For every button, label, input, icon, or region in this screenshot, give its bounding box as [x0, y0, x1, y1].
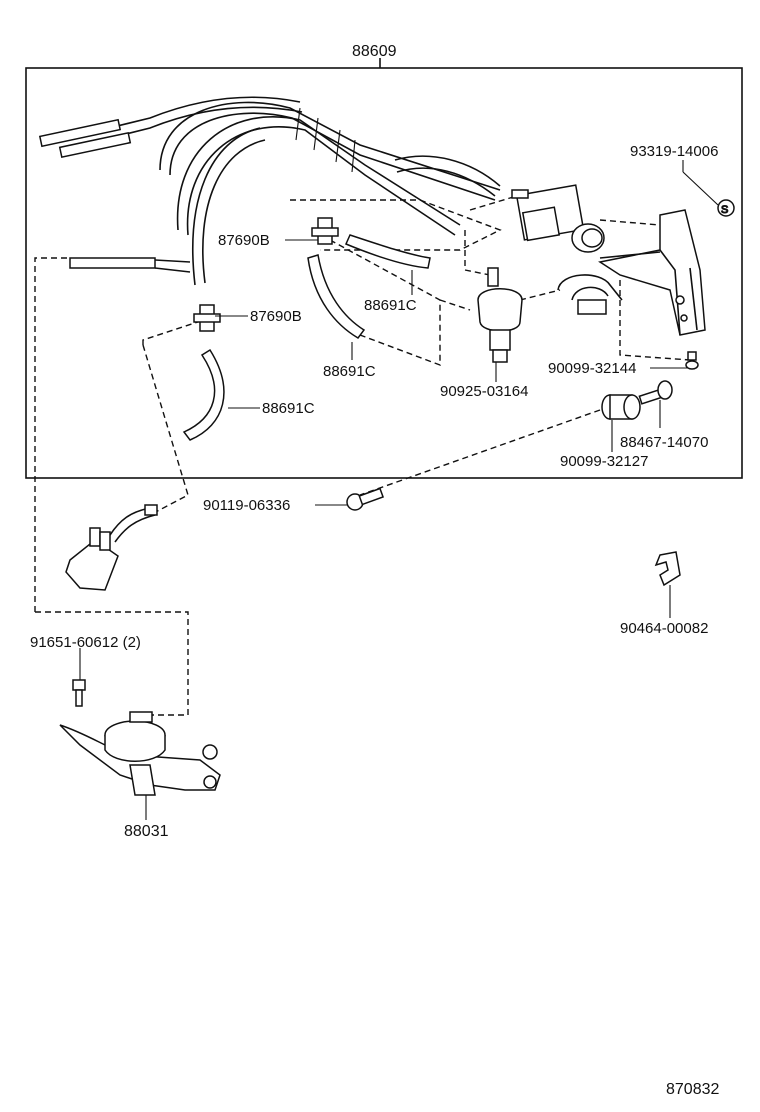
hose-right [345, 234, 431, 269]
label-vsv: 90925-03164 [440, 383, 528, 400]
clamp-90464 [654, 551, 681, 587]
label-hose-right: 88691C [364, 297, 417, 314]
svg-text:S: S [721, 204, 728, 216]
clip-93319 [717, 199, 735, 217]
grommet [601, 394, 641, 420]
label-bolt: 88467-14070 [620, 434, 708, 451]
label-diagram-id: 870832 [666, 1081, 719, 1098]
label-assembly: 88609 [352, 43, 397, 60]
label-clamp: 90464-00082 [620, 620, 708, 637]
vsv-assembly [511, 184, 605, 253]
label-joint-upper: 87690B [218, 232, 270, 249]
hose-lower [182, 348, 225, 441]
mounting-bracket [557, 209, 706, 336]
label-screw-bracket: 90099-32144 [548, 360, 636, 377]
label-joint-lower: 87690B [250, 308, 302, 325]
label-hose-mid: 88691C [323, 363, 376, 380]
joint-upper [311, 217, 339, 245]
vsv-lower [477, 267, 523, 363]
assembly-frame [25, 67, 743, 479]
joint-lower [193, 304, 221, 332]
label-actuator: 88031 [124, 823, 169, 840]
hose-mid [307, 254, 366, 339]
bolt-90119 [346, 487, 385, 511]
label-vacuum-hose: 90119-06336 [203, 497, 290, 514]
label-bracket-clip: 93319-14006 [630, 143, 718, 160]
label-hose-lower: 88691C [262, 400, 315, 417]
vacuum-tube-bundle [38, 96, 501, 286]
label-bolt-motor: 91651-60612 (2) [30, 634, 141, 651]
sensor-connector [65, 504, 158, 591]
dashed-leaders [34, 194, 691, 716]
label-grommet: 90099-32127 [560, 453, 648, 470]
bolt-88467 [638, 380, 673, 405]
bolt-91651 [72, 679, 86, 707]
screw-90099-32144 [685, 351, 699, 370]
label-leaders [79, 160, 719, 820]
actuator-88031 [59, 711, 221, 796]
